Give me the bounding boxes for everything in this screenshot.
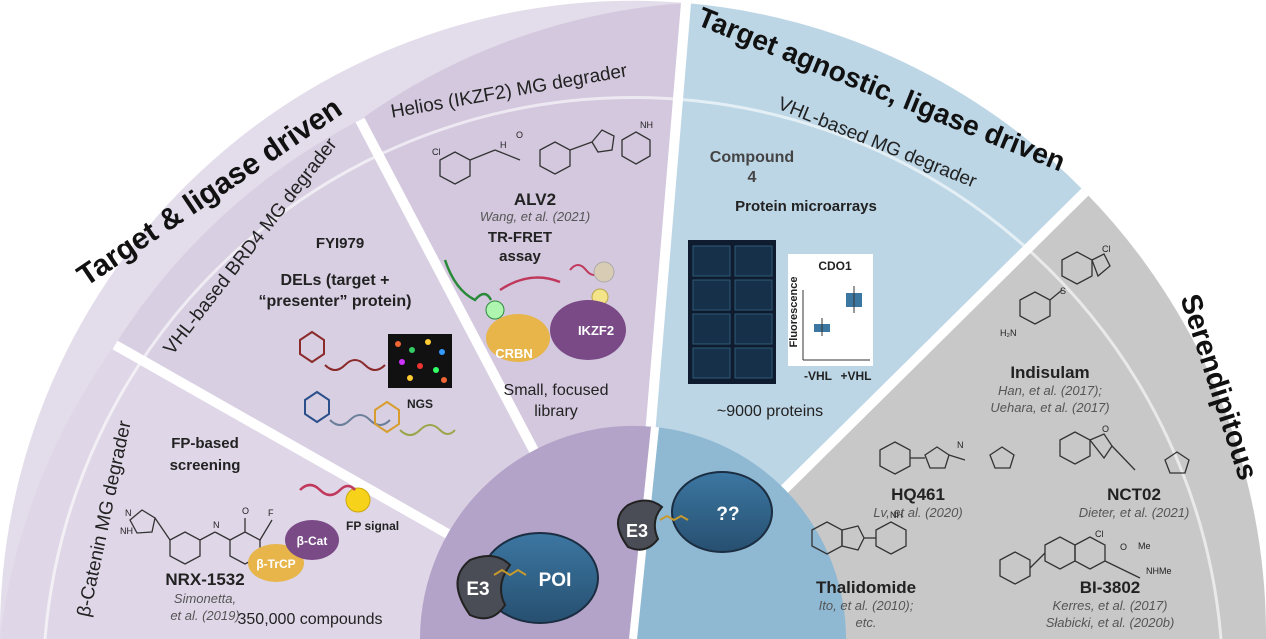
beta-catenin-panel: FP-based screening N NH N O F NRX-1532 S…	[120, 435, 399, 628]
svg-text:FP signal: FP signal	[346, 519, 399, 533]
svg-text:et al. (2019): et al. (2019)	[170, 608, 239, 623]
hq461-structure	[879, 441, 1015, 475]
svg-text:H: H	[500, 140, 507, 150]
fp-fluorophore	[345, 487, 371, 513]
svg-text:CDO1: CDO1	[818, 259, 852, 273]
svg-text:H₂N: H₂N	[1000, 328, 1017, 338]
svg-text:library: library	[534, 403, 578, 420]
nct02-structure	[1059, 431, 1190, 474]
svg-text:Compound: Compound	[710, 149, 794, 166]
svg-text:Słabicki, et al. (2020b): Słabicki, et al. (2020b)	[1046, 615, 1175, 630]
svg-text:CRBN: CRBN	[495, 346, 533, 361]
brd4-panel: FYI979 DELs (target + “presenter” protei…	[259, 235, 456, 436]
svg-text:Cl: Cl	[1095, 529, 1104, 539]
svg-text:NGS: NGS	[407, 397, 433, 411]
beta-cat-protein	[285, 520, 339, 560]
unknown-target-protein	[671, 471, 773, 553]
svg-text:Cl: Cl	[1102, 244, 1111, 254]
bi3802-name: BI-3802	[1080, 578, 1140, 597]
svg-text:Cl: Cl	[432, 147, 441, 157]
acceptor-bead	[593, 261, 615, 283]
svg-text:E3: E3	[466, 579, 489, 600]
alv2-name: ALV2	[514, 190, 556, 209]
svg-text:Han, et al. (2017);: Han, et al. (2017);	[998, 383, 1102, 398]
microarray-grid	[692, 245, 773, 379]
svg-text:NH: NH	[890, 510, 903, 520]
indisulam-name: Indisulam	[1010, 363, 1089, 382]
svg-text:TR-FRET: TR-FRET	[488, 229, 552, 246]
fyi979-name: FYI979	[316, 235, 364, 252]
svg-text:-VHL: -VHL	[804, 369, 832, 383]
svg-text:N: N	[125, 508, 132, 518]
svg-text:Wang, et al. (2021): Wang, et al. (2021)	[480, 209, 590, 224]
beta-trcp-protein	[248, 544, 304, 582]
svg-text:O: O	[1120, 542, 1127, 552]
e3-ligase-right	[617, 499, 664, 551]
svg-text:Kerres, et al. (2017): Kerres, et al. (2017)	[1053, 598, 1168, 613]
svg-text:assay: assay	[499, 248, 541, 265]
svg-text:“presenter” protein): “presenter” protein)	[259, 293, 412, 310]
svg-text:Fluorescence: Fluorescence	[788, 277, 800, 348]
svg-text:Ito, et al. (2010);: Ito, et al. (2010);	[819, 598, 914, 613]
nrx1532-name: NRX-1532	[165, 570, 244, 589]
ngs-dots	[395, 339, 447, 383]
e3-ligase-left	[456, 555, 512, 620]
svg-text:4: 4	[748, 169, 757, 186]
indisulam-structure	[1019, 251, 1111, 325]
svg-text:etc.: etc.	[856, 615, 877, 630]
del-strands	[299, 330, 456, 436]
ikzf2-protein	[550, 300, 626, 360]
svg-text:Me: Me	[1138, 541, 1151, 551]
bi3802-structure	[999, 536, 1141, 585]
svg-text:O: O	[516, 130, 523, 140]
svg-text:NH: NH	[120, 526, 133, 536]
svg-text:O: O	[242, 506, 249, 516]
emission-arrow	[443, 259, 493, 302]
thalidomide-structure	[811, 521, 907, 555]
svg-text:Small, focused: Small, focused	[504, 382, 609, 399]
svg-text:~9000 proteins: ~9000 proteins	[717, 403, 823, 420]
vhl-panel: Compound 4 Protein microarrays CDO1 Fluo…	[688, 149, 877, 420]
svg-text:+VHL: +VHL	[840, 369, 871, 383]
svg-text:Uehara, et al. (2017): Uehara, et al. (2017)	[990, 400, 1109, 415]
svg-text:Simonetta,: Simonetta,	[174, 591, 236, 606]
svg-text:IKZF2: IKZF2	[578, 323, 614, 338]
thalidomide-name: Thalidomide	[816, 578, 916, 597]
svg-text:NH: NH	[640, 120, 653, 130]
crbn-protein	[486, 314, 550, 362]
svg-text:β-TrCP: β-TrCP	[256, 557, 295, 571]
svg-text:N: N	[957, 440, 964, 450]
alv2-structure	[439, 129, 651, 185]
svg-text:POI: POI	[539, 570, 572, 591]
svg-text:F: F	[268, 508, 274, 518]
svg-text:S: S	[1060, 286, 1066, 296]
svg-text:Protein microarrays: Protein microarrays	[735, 198, 877, 215]
hq461-name: HQ461	[891, 485, 945, 504]
center-complex-left: POI E3	[456, 532, 599, 624]
svg-text:screening: screening	[170, 457, 241, 474]
svg-text:N: N	[213, 520, 220, 530]
svg-text:??: ??	[716, 504, 739, 525]
svg-text:E3: E3	[626, 521, 648, 541]
serendipitous-panel: Cl S H₂N Indisulam Han, et al. (2017); U…	[811, 244, 1190, 630]
svg-text:β-Cat: β-Cat	[297, 534, 328, 548]
glue-molecule-left	[493, 568, 527, 577]
glue-molecule-right	[659, 514, 689, 522]
nct02-name: NCT02	[1107, 485, 1161, 504]
cdo1-plot	[788, 254, 873, 366]
svg-text:Lv, et al. (2020): Lv, et al. (2020)	[873, 505, 962, 520]
svg-text:FP-based: FP-based	[171, 435, 239, 452]
fret-arrow	[499, 276, 561, 292]
svg-text:NHMe: NHMe	[1146, 566, 1172, 576]
center-complex-right: ?? E3	[617, 471, 773, 553]
svg-text:DELs (target +: DELs (target +	[281, 272, 390, 289]
svg-text:Dieter, et al. (2021): Dieter, et al. (2021)	[1079, 505, 1190, 520]
beta-catenin-count: 350,000 compounds	[238, 611, 383, 628]
svg-text:O: O	[1102, 424, 1109, 434]
excitation-wave	[299, 483, 356, 497]
donor-glow	[485, 300, 505, 320]
helios-panel: Cl H O NH ALV2 Wang, et al. (2021) TR-FR…	[432, 120, 653, 420]
